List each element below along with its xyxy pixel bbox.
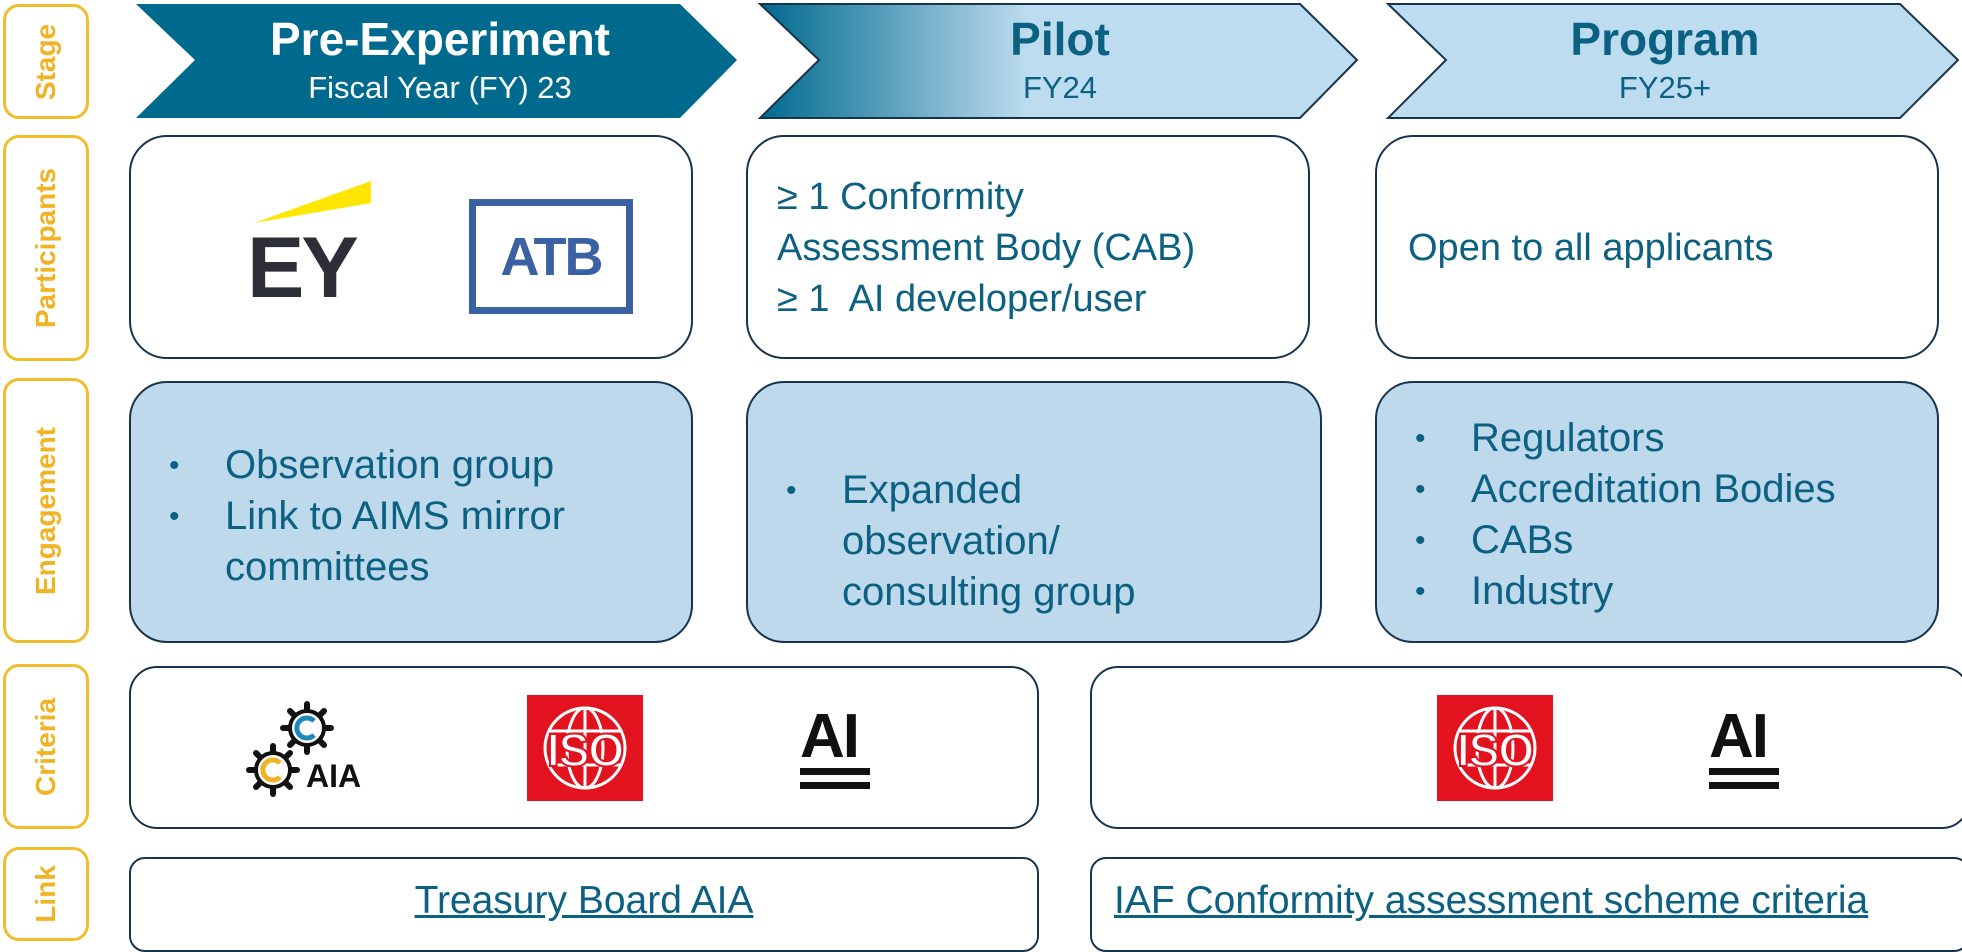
stage-pre-experiment-sub: Fiscal Year (FY) 23 [308, 70, 572, 106]
list-item: Industry [1407, 566, 1907, 617]
atb-logo-text: ATB [500, 226, 604, 287]
participants-program-text: Open to all applicants [1408, 227, 1774, 269]
ai-logo-text: AI [800, 702, 860, 771]
participants-program-box: Open to all applicants [1375, 135, 1939, 359]
list-item: Regulators [1407, 413, 1907, 464]
link-left-box: Treasury Board AIA [129, 857, 1039, 952]
stage-pre-experiment-title: Pre-Experiment [269, 13, 610, 65]
row-label-participants-text: Participants [30, 167, 61, 329]
row-label-link-text: Link [30, 865, 61, 923]
row-label-engagement-text: Engagement [30, 426, 61, 595]
criteria-left-box: AIA ISO AI [129, 666, 1039, 829]
list-item: Expanded observation/ consulting group [778, 465, 1228, 618]
row-label-participants: Participants [3, 135, 89, 361]
gears-icon [246, 701, 334, 797]
row-label-link: Link [3, 847, 89, 941]
link-left-wrap: Treasury Board AIA [131, 879, 1037, 923]
link-right-box: IAF Conformity assessment scheme criteri… [1090, 857, 1962, 952]
aia-logo-text: AIA [306, 758, 362, 794]
stage-program-sub: FY25+ [1618, 70, 1712, 106]
stage-pre-experiment: Pre-Experiment Fiscal Year (FY) 23 [200, 12, 680, 106]
iso-logo: ISO [1437, 695, 1553, 801]
participants-pilot-line-2: Assessment Body (CAB) [777, 227, 1196, 269]
criteria-right-box: ISO AI [1090, 666, 1962, 829]
participants-pilot-line-1: ≥ 1 Conformity [777, 176, 1024, 218]
stage-chevrons [136, 3, 1960, 119]
participants-pilot-box: ≥ 1 Conformity Assessment Body (CAB) ≥ 1… [746, 135, 1310, 359]
list-item: Link to AIMS mirror committees [161, 491, 581, 593]
ai-logo-bar-1 [1709, 768, 1779, 775]
engagement-pre-experiment-list: Observation group Link to AIMS mirror co… [161, 440, 581, 593]
participants-pre-experiment-box: EY ATB [129, 135, 693, 359]
iso-globe-icon [543, 706, 627, 790]
iso-logo-text: ISO [1456, 723, 1535, 777]
stage-pilot-title: Pilot [1010, 13, 1110, 65]
stage-chevron-pilot [757, 3, 1359, 119]
ai-logo-bar-2 [800, 782, 870, 789]
row-label-stage: Stage [3, 4, 89, 119]
treasury-board-aia-link[interactable]: Treasury Board AIA [414, 879, 754, 922]
row-label-criteria-text: Criteria [30, 697, 62, 796]
stage-chevron-pre-experiment [136, 4, 737, 118]
engagement-program-box: Regulators Accreditation Bodies CABs Ind… [1375, 381, 1939, 643]
ai-logo-bar-2 [1709, 782, 1779, 789]
ai-logo: AI [1709, 706, 1789, 796]
iaf-criteria-link[interactable]: IAF Conformity assessment scheme criteri… [1114, 879, 1869, 922]
stage-pilot-sub: FY24 [1022, 70, 1098, 106]
ey-beam-icon [254, 181, 371, 223]
ai-logo-bar-1 [800, 768, 870, 775]
engagement-program-list: Regulators Accreditation Bodies CABs Ind… [1407, 413, 1907, 617]
stage-pilot: Pilot FY24 [850, 12, 1270, 106]
aia-logo: AIA [239, 694, 379, 804]
stage-chevron-program [1385, 3, 1960, 119]
participants-pilot-line-3: ≥ 1 AI developer/user [777, 278, 1147, 320]
ey-logo-text: EY [247, 220, 359, 316]
row-label-criteria: Criteria [3, 664, 89, 829]
list-item: CABs [1407, 515, 1907, 566]
engagement-pilot-box: Expanded observation/ consulting group [746, 381, 1322, 643]
ai-logo-text: AI [1709, 702, 1769, 771]
iso-globe-icon [1453, 706, 1537, 790]
engagement-pre-experiment-box: Observation group Link to AIMS mirror co… [129, 381, 693, 643]
iso-logo: ISO [527, 695, 643, 801]
ai-logo: AI [800, 706, 880, 796]
ey-logo: EY [247, 177, 376, 316]
iso-logo-text: ISO [546, 723, 625, 777]
link-right-wrap: IAF Conformity assessment scheme criteri… [1114, 879, 1868, 923]
participants-pilot-text: ≥ 1 Conformity Assessment Body (CAB) ≥ 1… [777, 172, 1195, 325]
atb-logo: ATB [469, 199, 633, 314]
row-label-engagement: Engagement [3, 378, 89, 643]
engagement-pilot-list: Expanded observation/ consulting group [778, 465, 1228, 618]
list-item: Observation group [161, 440, 581, 491]
list-item: Accreditation Bodies [1407, 464, 1907, 515]
stage-program-title: Program [1570, 13, 1760, 65]
stage-program: Program FY25+ [1465, 12, 1865, 106]
